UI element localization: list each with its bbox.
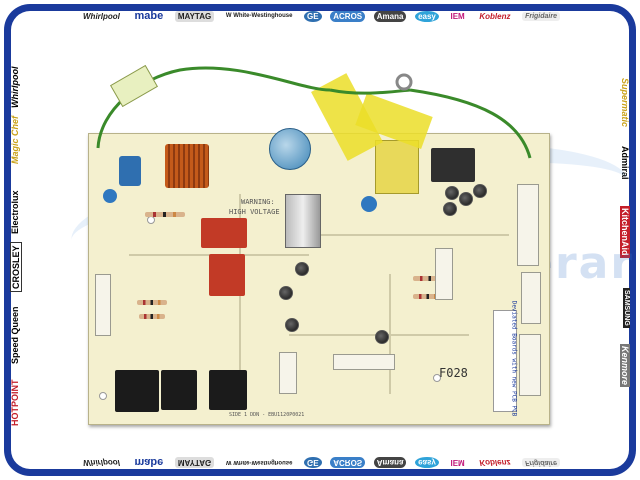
frame-corner (4, 4, 38, 38)
connector-header (521, 272, 541, 324)
pcb-board: WARNING: HIGH VOLTAGE Deviated Boards wi… (88, 73, 550, 425)
disc-capacitor (103, 189, 117, 203)
ink-stamp: F028 (439, 366, 468, 380)
green-wire (96, 66, 331, 149)
frame-bottom-line (36, 469, 604, 476)
resistor (413, 276, 447, 281)
mounting-hole (99, 392, 107, 400)
frame-corner (4, 442, 38, 476)
brand-logo: IEM (450, 11, 465, 21)
relay-black (209, 370, 247, 410)
electrolytic-capacitor (285, 318, 299, 332)
brand-strip-top: Whirlpool mabe MAYTAG W White-Westinghou… (80, 4, 560, 28)
disc-capacitor (361, 196, 377, 212)
connector-header (95, 274, 111, 336)
warning-label: HIGH VOLTAGE (229, 208, 280, 216)
green-wire (329, 88, 411, 95)
resistor (139, 314, 165, 319)
frame-corner (602, 442, 636, 476)
ring-terminal (395, 73, 413, 91)
electrolytic-capacitor (375, 330, 389, 344)
frame-top-line (36, 4, 604, 11)
electrolytic-capacitor (295, 262, 309, 276)
brand-logo: Whirlpool (83, 11, 120, 21)
brand-logo: Amana (373, 10, 407, 22)
brand-logo: easy (415, 10, 439, 22)
frame-left-line (4, 36, 11, 444)
deviation-sticker: Deviated Boards with new PCB PCB (493, 301, 517, 416)
brand-logo: Koblenz (479, 11, 511, 21)
relay-red (201, 218, 247, 248)
brand-logo: mabe (134, 10, 164, 22)
resistor (413, 294, 443, 299)
warning-label: WARNING: (241, 198, 275, 206)
filter-coil (165, 144, 209, 188)
electrolytic-capacitor (279, 286, 293, 300)
frame-right-line (629, 36, 636, 444)
resistor (137, 300, 167, 305)
electrolytic-capacitor (459, 192, 473, 206)
brand-logo: GE (304, 10, 322, 22)
relay-black (115, 370, 159, 412)
frame-corner (602, 4, 636, 38)
power-module (431, 148, 475, 182)
connector-header (519, 334, 541, 396)
electrolytic-capacitor (473, 184, 487, 198)
green-wire (409, 88, 532, 159)
brand-logo: ACROS (330, 10, 366, 22)
connector-header (333, 354, 395, 370)
mounting-hole (433, 374, 441, 382)
electrolytic-capacitor (445, 186, 459, 200)
connector-header (279, 352, 297, 394)
pcb-trace (309, 234, 509, 236)
brand-logo: Frigidaire (522, 11, 560, 21)
regulator-heatsink (285, 194, 321, 248)
brand-logo: W White-Westinghouse (225, 13, 293, 19)
electrolytic-capacitor-large (269, 128, 311, 170)
relay-red (209, 254, 245, 296)
connector-header (517, 184, 539, 266)
x-capacitor (119, 156, 141, 186)
connector-header (435, 248, 453, 300)
resistor (145, 212, 185, 217)
relay-black (161, 370, 197, 410)
electrolytic-capacitor (443, 202, 457, 216)
part-number: SIDE 1 DDN - EBU1120P0021 (229, 412, 305, 418)
wire-label-tag (109, 64, 159, 108)
brand-logo: MAYTAG (174, 10, 215, 22)
